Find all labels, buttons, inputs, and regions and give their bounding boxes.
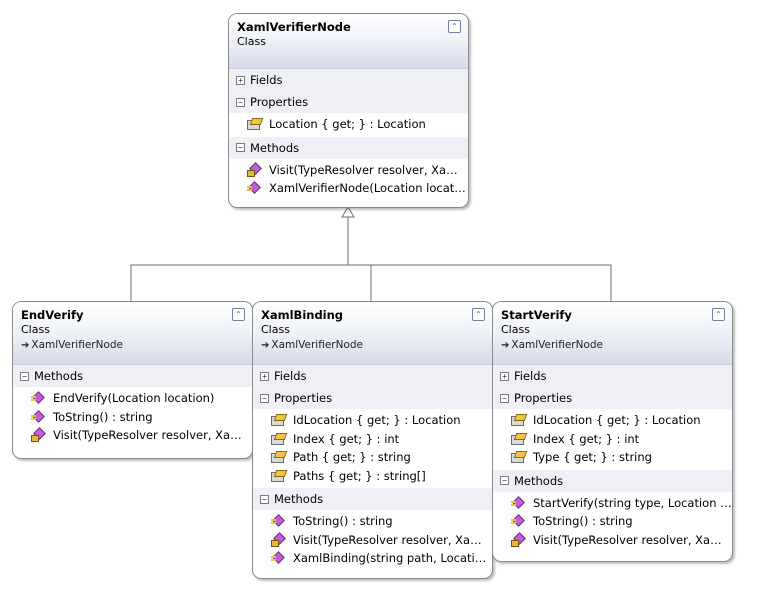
properties-section: − Properties IdLocation { get; } : Locat… — [493, 387, 732, 470]
protected-method-icon — [247, 164, 261, 177]
inheritance-line-startverify — [348, 264, 612, 301]
class-kind: Class — [501, 323, 530, 336]
method-icon — [247, 182, 261, 194]
methods-section: − Methods EndVerify(Location location) T… — [13, 365, 252, 448]
fields-section: + Fields — [229, 69, 468, 91]
property-member[interactable]: Type { get; } : string — [493, 448, 732, 467]
class-title: StartVerify — [501, 308, 572, 322]
property-icon — [271, 470, 285, 482]
fields-section: + Fields — [493, 365, 732, 387]
collapse-minus-icon[interactable]: − — [236, 97, 245, 107]
collapse-minus-icon[interactable]: − — [20, 371, 29, 381]
class-endverify[interactable]: EndVerify Class ➔XamlVerifierNode ⌃ − Me… — [12, 301, 253, 459]
fields-section-header[interactable]: + Fields — [229, 69, 468, 91]
method-icon — [271, 515, 285, 527]
fields-section-header[interactable]: + Fields — [253, 365, 492, 387]
method-member[interactable]: XamlBinding(string path, Locatio... — [253, 549, 492, 568]
method-member[interactable]: Visit(TypeResolver resolver, Xaml... — [13, 426, 252, 445]
class-header: StartVerify Class ➔XamlVerifierNode ⌃ — [493, 302, 732, 365]
collapse-chevron-icon[interactable]: ⌃ — [232, 308, 245, 321]
property-member[interactable]: IdLocation { get; } : Location — [493, 411, 732, 430]
method-member[interactable]: StartVerify(string type, Location l... — [493, 494, 732, 513]
class-startverify[interactable]: StartVerify Class ➔XamlVerifierNode ⌃ + … — [492, 301, 733, 562]
collapse-chevron-icon[interactable]: ⌃ — [472, 308, 485, 321]
base-class-reference: ➔XamlVerifierNode — [21, 339, 124, 351]
property-icon — [271, 433, 285, 445]
protected-method-icon — [271, 534, 285, 547]
class-kind: Class — [261, 323, 290, 336]
properties-section-header[interactable]: − Properties — [493, 387, 732, 409]
class-xamlbinding[interactable]: XamlBinding Class ➔XamlVerifierNode ⌃ + … — [252, 301, 493, 579]
inheritance-arrowhead — [341, 206, 355, 218]
class-title: EndVerify — [21, 308, 84, 322]
method-icon — [31, 411, 45, 423]
property-icon — [511, 451, 525, 464]
collapse-minus-icon[interactable]: − — [260, 393, 269, 403]
base-class-reference: ➔XamlVerifierNode — [501, 339, 604, 351]
collapse-chevron-icon[interactable]: ⌃ — [448, 20, 461, 33]
property-member[interactable]: Index { get; } : int — [253, 430, 492, 449]
method-icon — [31, 392, 45, 404]
method-icon — [511, 515, 525, 527]
class-header: EndVerify Class ➔XamlVerifierNode ⌃ — [13, 302, 252, 365]
methods-section-header[interactable]: − Methods — [493, 469, 732, 492]
property-icon — [511, 414, 525, 427]
method-member[interactable]: ToString() : string — [13, 408, 252, 427]
method-icon — [271, 552, 285, 564]
class-header: XamlBinding Class ➔XamlVerifierNode ⌃ — [253, 302, 492, 365]
method-member[interactable]: ToString() : string — [493, 512, 732, 531]
inherit-arrow-icon: ➔ — [501, 340, 510, 351]
property-icon — [247, 118, 261, 131]
method-member[interactable]: XamlVerifierNode(Location locati... — [229, 179, 468, 198]
methods-section: − Methods ToString() : string Visit(Type… — [253, 488, 492, 571]
base-class-reference: ➔XamlVerifierNode — [261, 339, 364, 351]
methods-section-header[interactable]: − Methods — [229, 136, 468, 159]
inherit-arrow-icon: ➔ — [261, 340, 270, 351]
collapse-minus-icon[interactable]: − — [236, 143, 245, 152]
method-member[interactable]: Visit(TypeResolver resolver, Xaml... — [493, 531, 732, 550]
protected-method-icon — [31, 429, 45, 443]
properties-section-header[interactable]: − Properties — [253, 387, 492, 409]
class-title: XamlBinding — [261, 308, 344, 322]
inherit-arrow-icon: ➔ — [21, 340, 30, 351]
method-member[interactable]: Visit(TypeResolver resolver, Xaml... — [229, 161, 468, 180]
class-xamlverifiernode[interactable]: XamlVerifierNode Class ⌃ + Fields − Prop… — [228, 13, 469, 208]
property-icon — [511, 433, 525, 445]
property-member[interactable]: Index { get; } : int — [493, 430, 732, 449]
method-member[interactable]: Visit(TypeResolver resolver, Xaml... — [253, 531, 492, 550]
fields-section: + Fields — [253, 365, 492, 387]
collapse-minus-icon[interactable]: − — [500, 476, 509, 485]
property-member[interactable]: IdLocation { get; } : Location — [253, 411, 492, 430]
method-icon — [511, 497, 525, 509]
property-icon — [271, 414, 285, 427]
method-member[interactable]: ToString() : string — [253, 512, 492, 531]
collapse-minus-icon[interactable]: − — [500, 393, 509, 403]
class-title: XamlVerifierNode — [237, 20, 351, 34]
properties-section: − Properties IdLocation { get; } : Locat… — [253, 387, 492, 488]
class-kind: Class — [237, 35, 266, 48]
fields-section-header[interactable]: + Fields — [493, 365, 732, 387]
methods-section: − Methods StartVerify(string type, Locat… — [493, 469, 732, 553]
expand-plus-icon[interactable]: + — [260, 371, 269, 381]
expand-plus-icon[interactable]: + — [500, 371, 509, 381]
class-kind: Class — [21, 323, 50, 336]
properties-section-header[interactable]: − Properties — [229, 91, 468, 113]
expand-plus-icon[interactable]: + — [236, 75, 245, 85]
property-icon — [271, 451, 285, 464]
method-member[interactable]: EndVerify(Location location) — [13, 389, 252, 408]
property-member[interactable]: Location { get; } : Location — [229, 115, 468, 134]
collapse-minus-icon[interactable]: − — [260, 494, 269, 504]
class-header: XamlVerifierNode Class ⌃ — [229, 14, 468, 69]
inheritance-line-endverify — [130, 264, 348, 301]
property-member[interactable]: Paths { get; } : string[] — [253, 467, 492, 486]
methods-section-header[interactable]: − Methods — [253, 488, 492, 510]
property-member[interactable]: Path { get; } : string — [253, 448, 492, 467]
properties-section: − Properties Location { get; } : Locatio… — [229, 91, 468, 137]
collapse-chevron-icon[interactable]: ⌃ — [712, 308, 725, 321]
methods-section-header[interactable]: − Methods — [13, 365, 252, 387]
protected-method-icon — [511, 534, 525, 547]
methods-section: − Methods Visit(TypeResolver resolver, X… — [229, 136, 468, 201]
